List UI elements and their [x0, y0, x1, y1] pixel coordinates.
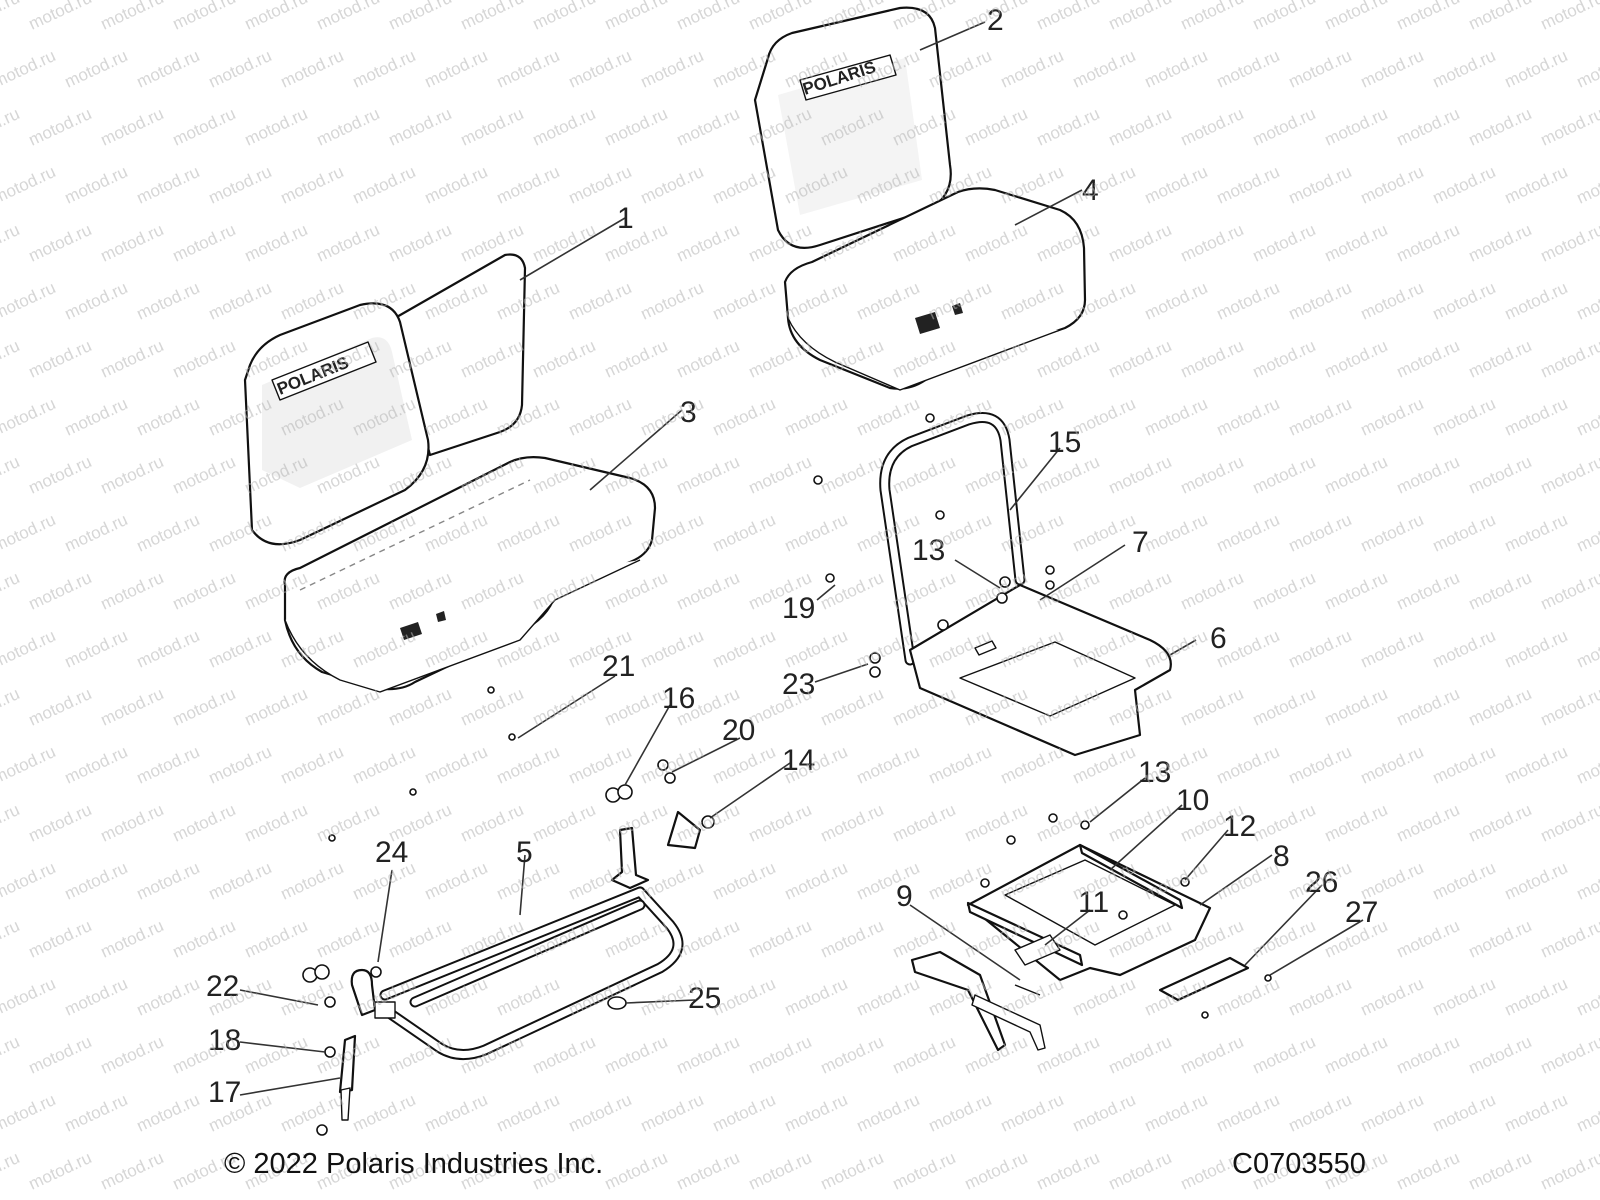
callout-12: 12 [1223, 810, 1256, 843]
hardware [302, 413, 1272, 1136]
callout-17: 17 [208, 1076, 241, 1109]
callout-20: 20 [722, 714, 755, 747]
bench-seat-frame [350, 826, 684, 1060]
bucket-seat-frame [879, 412, 1172, 757]
callout-26: 26 [1305, 866, 1338, 899]
callout-21: 21 [602, 650, 635, 683]
callout-8: 8 [1273, 840, 1290, 873]
callout-1: 1 [617, 202, 634, 235]
callout-18: 18 [208, 1024, 241, 1057]
callout-23: 23 [782, 668, 815, 701]
callout-27: 27 [1345, 896, 1378, 929]
callout-13-upper: 13 [912, 534, 945, 567]
callout-14: 14 [782, 744, 815, 777]
callout-19: 19 [782, 592, 815, 625]
bracket-26 [1158, 956, 1250, 1002]
callout-16: 16 [662, 682, 695, 715]
callout-5: 5 [516, 836, 533, 869]
callout-15: 15 [1048, 426, 1081, 459]
callout-4: 4 [1082, 174, 1099, 207]
seat-slide-assembly [966, 843, 1212, 982]
callout-13-lower: 13 [1138, 756, 1171, 789]
gas-strut [338, 1034, 357, 1121]
callout-25: 25 [688, 982, 721, 1015]
bench-seat-backrest: POLARIS [243, 253, 527, 546]
bucket-seat-backrest: POLARIS [753, 6, 952, 249]
leader-lines [239, 21, 1364, 1096]
callout-22: 22 [206, 970, 239, 1003]
callout-24: 24 [375, 836, 408, 869]
pivot-bracket [666, 810, 702, 850]
bench-seat-cushion [283, 456, 657, 693]
callout-10: 10 [1176, 784, 1209, 817]
callout-7: 7 [1132, 526, 1149, 559]
callout-labels: 1 2 3 4 5 6 7 8 9 10 11 12 13 13 14 15 1… [206, 4, 1378, 1109]
callout-2: 2 [987, 4, 1004, 37]
figure-code: C0703550 [1232, 1148, 1366, 1180]
bucket-seat-cushion [783, 187, 1087, 391]
callout-3: 3 [680, 396, 697, 429]
release-lever [910, 950, 1046, 1052]
callout-11: 11 [1078, 886, 1109, 919]
callout-6: 6 [1210, 622, 1227, 655]
copyright-notice: © 2022 Polaris Industries Inc. [224, 1148, 604, 1180]
callout-9: 9 [896, 880, 913, 913]
